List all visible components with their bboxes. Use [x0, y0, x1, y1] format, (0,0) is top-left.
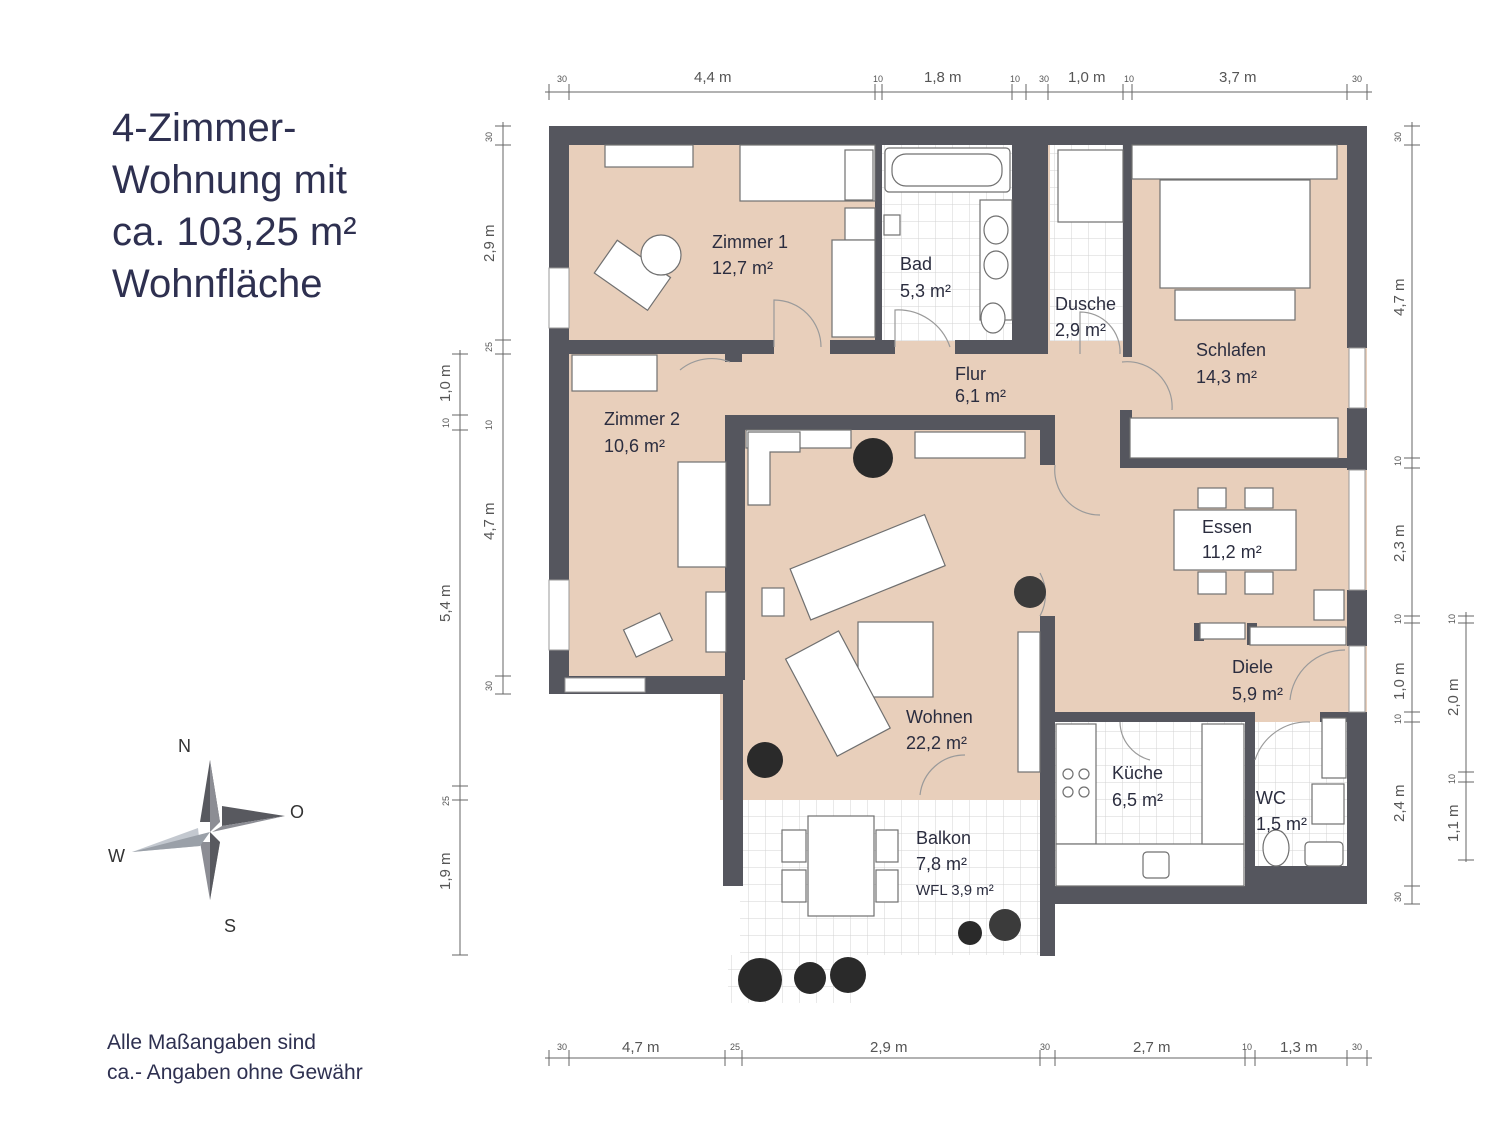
plants	[738, 438, 1046, 1002]
flur-name: Flur	[955, 364, 986, 384]
kueche-name: Küche	[1112, 763, 1163, 783]
schlafen-name: Schlafen	[1196, 340, 1266, 360]
compass-w: W	[108, 846, 125, 866]
schlafen-area: 14,3 m²	[1196, 367, 1257, 387]
zimmer2-name: Zimmer 2	[604, 409, 680, 429]
dim-top-h: 10	[1124, 74, 1134, 84]
title-line-4: Wohnfläche	[112, 262, 323, 306]
dim-right-outer-c: 10	[1447, 774, 1457, 784]
dim-bottom-a: 30	[557, 1042, 567, 1052]
dim-bottom-h: 1,3 m	[1280, 1039, 1318, 1056]
dim-top-j: 30	[1352, 74, 1362, 84]
dim-top-a: 30	[557, 74, 567, 84]
dim-right-inner-d: 2,3 m	[1391, 524, 1408, 562]
dim-right-inner-h: 2,4 m	[1391, 784, 1408, 822]
zimmer1-name: Zimmer 1	[712, 232, 788, 252]
dim-left-inner-e: 4,7 m	[481, 502, 498, 540]
dim-left-inner-b: 2,9 m	[481, 224, 498, 262]
dim-right-outer-b: 2,0 m	[1445, 678, 1462, 716]
room-labels: Zimmer 1 12,7 m² Bad 5,3 m² Dusche 2,9 m…	[604, 232, 1307, 899]
dim-right-inner-e: 10	[1393, 614, 1403, 624]
dim-left-inner-d: 10	[441, 418, 451, 428]
right-outer-dimensions: 10 2,0 m 10 1,1 m	[1445, 614, 1462, 842]
dim-right-inner-b: 4,7 m	[1391, 278, 1408, 316]
dim-right-inner-c: 10	[1393, 456, 1403, 466]
zimmer1-area: 12,7 m²	[712, 258, 773, 278]
wc-area: 1,5 m²	[1256, 814, 1307, 834]
dim-left-outer-b: 10	[484, 420, 494, 430]
diele-area: 5,9 m²	[1232, 684, 1283, 704]
bad-area: 5,3 m²	[900, 281, 951, 301]
doors	[679, 299, 1346, 796]
dim-top-d: 1,8 m	[924, 69, 962, 86]
essen-area: 11,2 m²	[1202, 542, 1262, 562]
dim-right-inner-f: 1,0 m	[1391, 662, 1408, 700]
dim-left-inner-c: 25	[484, 342, 494, 352]
flur-area: 6,1 m²	[955, 386, 1006, 406]
note-line-2: ca.- Angaben ohne Gewähr	[107, 1061, 363, 1084]
zimmer2-area: 10,6 m²	[604, 436, 665, 456]
title-line-3: ca. 103,25 m²	[112, 210, 357, 254]
windows	[548, 267, 1366, 713]
dim-bottom-f: 2,7 m	[1133, 1039, 1171, 1056]
compass-rose-icon: N O S W	[108, 736, 304, 936]
dim-bottom-d: 2,9 m	[870, 1039, 908, 1056]
bottom-dimensions: 30 4,7 m 25 2,9 m 30 2,7 m 10 1,3 m 30	[557, 1039, 1362, 1056]
plan-title: 4-Zimmer- Wohnung mit ca. 103,25 m² Wohn…	[112, 102, 357, 310]
balkon-wfl: WFL 3,9 m²	[916, 882, 994, 899]
dim-left-inner-f: 30	[484, 681, 494, 691]
dim-bottom-g: 10	[1242, 1042, 1252, 1052]
dim-left-outer-e: 1,9 m	[437, 852, 454, 890]
left-inner-dimensions: 30 2,9 m 25 10 4,7 m 30	[441, 132, 498, 691]
dim-left-outer-a: 1,0 m	[437, 364, 454, 402]
compass-s: S	[224, 916, 236, 936]
dim-bottom-i: 30	[1352, 1042, 1362, 1052]
right-inner-dimensions: 30 4,7 m 10 2,3 m 10 1,0 m 10 2,4 m 30	[1391, 132, 1408, 902]
dim-top-i: 3,7 m	[1219, 69, 1257, 86]
dim-left-inner-a: 30	[484, 132, 494, 142]
dusche-name: Dusche	[1055, 294, 1116, 314]
dim-bottom-b: 4,7 m	[622, 1039, 660, 1056]
bad-name: Bad	[900, 254, 932, 274]
compass-n: N	[178, 736, 191, 756]
balkon-name: Balkon	[916, 828, 971, 848]
wohnen-area: 22,2 m²	[906, 733, 967, 753]
dim-top-f: 30	[1039, 74, 1049, 84]
dim-top-e: 10	[1010, 74, 1020, 84]
wohnen-name: Wohnen	[906, 707, 973, 727]
diele-name: Diele	[1232, 657, 1273, 677]
kueche-area: 6,5 m²	[1112, 790, 1163, 810]
title-line-2: Wohnung mit	[112, 158, 347, 202]
furniture	[571, 144, 1347, 917]
left-outer-dimensions: 1,0 m 10 5,4 m 25 1,9 m	[437, 364, 494, 890]
dim-bottom-e: 30	[1040, 1042, 1050, 1052]
essen-name: Essen	[1202, 517, 1252, 537]
dusche-area: 2,9 m²	[1055, 320, 1106, 340]
note-line-1: Alle Maßangaben sind	[107, 1031, 316, 1054]
dim-right-outer-d: 1,1 m	[1445, 804, 1462, 842]
top-dimensions: 30 4,4 m 10 1,8 m 10 30 1,0 m 10 3,7 m 3…	[557, 69, 1362, 86]
dim-top-c: 10	[873, 74, 883, 84]
wc-name: WC	[1256, 788, 1286, 808]
dim-top-g: 1,0 m	[1068, 69, 1106, 86]
balkon-area: 7,8 m²	[916, 854, 967, 874]
dim-left-outer-d: 25	[441, 796, 451, 806]
dim-bottom-c: 25	[730, 1042, 740, 1052]
dim-right-inner-i: 30	[1393, 892, 1403, 902]
dim-right-outer-a: 10	[1447, 614, 1457, 624]
dim-top-b: 4,4 m	[694, 69, 732, 86]
compass-o: O	[290, 802, 304, 822]
dimension-lines	[452, 84, 1474, 1066]
dim-right-inner-g: 10	[1393, 714, 1403, 724]
title-line-1: 4-Zimmer-	[112, 106, 297, 150]
disclaimer-note: Alle Maßangaben sind ca.- Angaben ohne G…	[107, 1028, 363, 1088]
dim-left-outer-c: 5,4 m	[437, 584, 454, 622]
dim-right-inner-a: 30	[1393, 132, 1403, 142]
